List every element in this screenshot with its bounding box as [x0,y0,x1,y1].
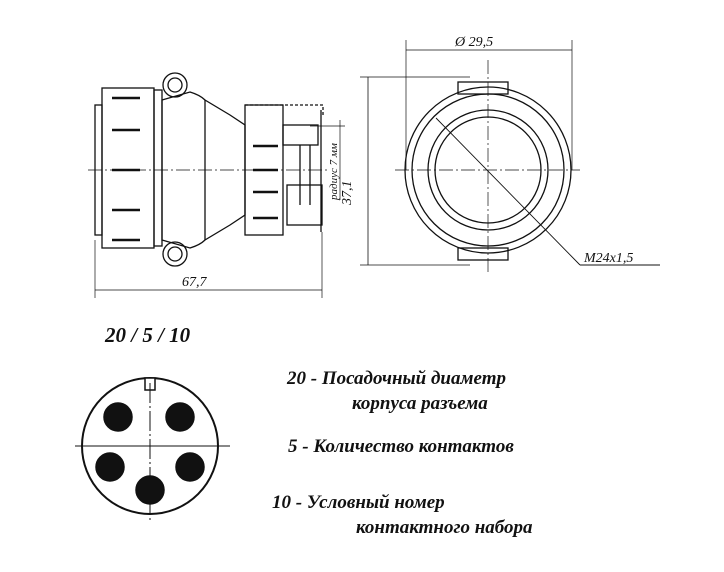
legend-number: 5 [288,436,298,457]
legend-text-continued: контактного набора [356,517,533,538]
legend-text: Условный номер [306,492,445,513]
legend-text: Посадочный диаметр [321,368,506,389]
length-dimension: 67,7 [182,275,208,290]
legend-number: 20 [287,368,306,389]
radius-note: радиус 7 мм [328,143,340,201]
designation-code: 20 / 5 / 10 [105,323,191,347]
connector-end-view [395,40,660,275]
diameter-dimension: Ø 29,5 [454,35,493,50]
legend-item-diameter: 20 - Посадочный диаметр [287,368,506,389]
connector-side-view [88,72,470,298]
legend-text: Количество контактов [313,436,514,457]
pin-layout-diagram [75,377,230,520]
legend-item-contact-set: 10 - Условный номер [272,492,445,513]
height-dimension: 37,1 [340,181,355,207]
legend-number: 10 [272,492,291,513]
legend-item-contacts: 5 - Количество контактов [288,436,514,457]
thread-dimension: M24x1,5 [583,251,633,266]
legend-text-continued: корпуса разъема [352,393,488,414]
